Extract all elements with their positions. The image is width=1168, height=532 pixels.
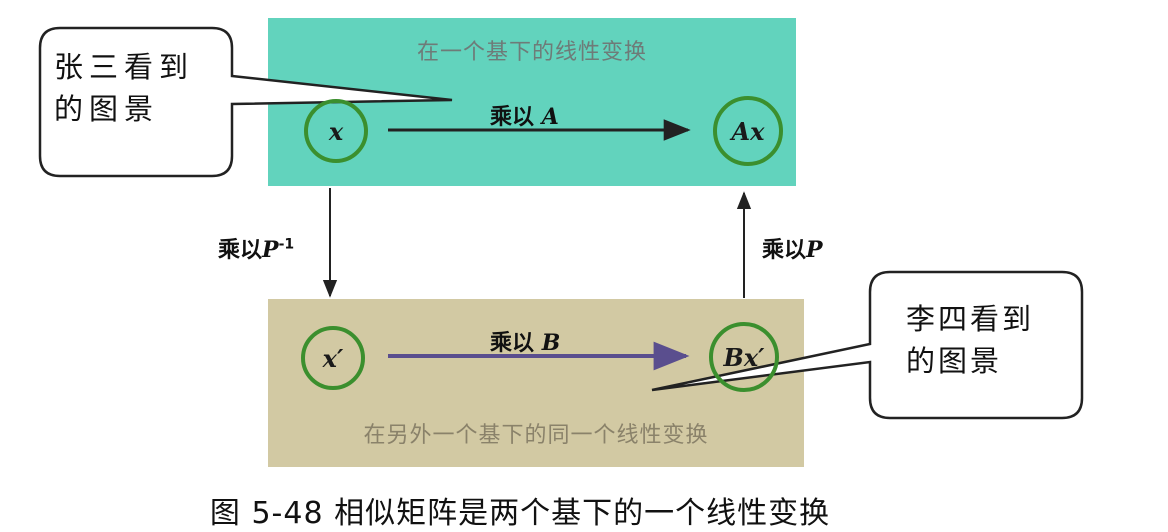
label-multiply-p-inverse: 乘以P-1 — [218, 232, 294, 264]
bottom-box-title: 在另外一个基下的同一个线性变换 — [363, 423, 709, 448]
label-var: P — [262, 237, 279, 263]
node-ax: Ax — [713, 96, 783, 166]
figure-caption: 图 5-48 相似矩阵是两个基下的一个线性变换 — [209, 496, 831, 531]
label-var: P — [806, 237, 823, 263]
callout-line: 的图景 — [54, 92, 160, 126]
label-prefix: 乘以 — [490, 331, 535, 356]
label-var: A — [541, 104, 559, 130]
top-box-title: 在一个基下的线性变换 — [416, 40, 647, 65]
label-multiply-p: 乘以P — [762, 232, 823, 264]
label-prefix: 乘以 — [218, 238, 263, 263]
lisi-callout-text: 李四看到 的图景 — [906, 298, 1066, 382]
label-superscript: -1 — [278, 236, 295, 253]
zhangsan-callout-bubble — [38, 26, 453, 178]
label-multiply-b: 乘以 B — [490, 325, 560, 357]
callout-line: 张三看到 — [54, 50, 195, 84]
label-var: B — [541, 330, 561, 356]
label-prefix: 乘以 — [490, 105, 535, 130]
label-multiply-a: 乘以 A — [490, 99, 559, 131]
label-prefix: 乘以 — [762, 238, 807, 263]
zhangsan-callout-text: 张三看到 的图景 — [54, 46, 224, 130]
node-x: x — [304, 99, 368, 163]
node-bx-prime: Bx′ — [709, 322, 779, 392]
node-x-prime: x′ — [301, 326, 365, 390]
callout-line: 李四看到 — [906, 302, 1035, 336]
callout-line: 的图景 — [906, 344, 1003, 378]
lisi-callout-bubble — [651, 270, 1084, 420]
